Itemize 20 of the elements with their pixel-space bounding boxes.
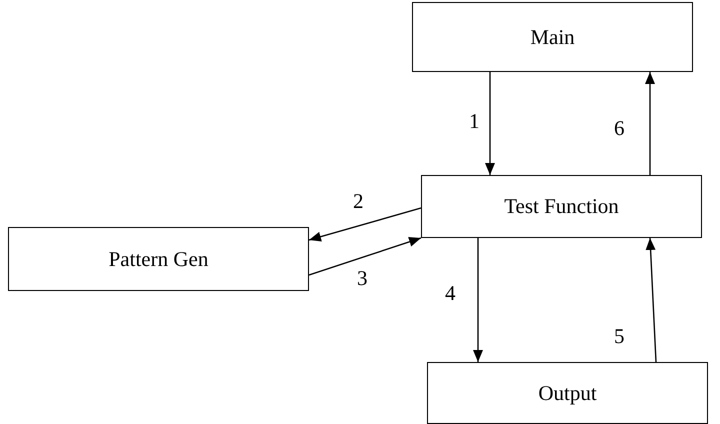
process-box — [421, 175, 702, 238]
edge-label: 1 — [469, 111, 480, 132]
box-label: Output — [538, 380, 597, 406]
process-box — [8, 227, 309, 291]
box-label: Main — [530, 24, 575, 50]
arrow — [646, 238, 657, 362]
edge-label: 2 — [353, 191, 364, 212]
process-box — [427, 362, 708, 424]
arrow — [308, 237, 422, 276]
edge-label: 3 — [357, 268, 368, 289]
arrow — [645, 72, 655, 175]
arrow — [308, 207, 422, 242]
process-box — [412, 2, 693, 72]
arrow — [473, 238, 483, 362]
edge-label: 6 — [614, 118, 624, 139]
edge-label: 5 — [614, 326, 624, 347]
edge-label: 4 — [445, 283, 456, 304]
box-label: Test Function — [504, 194, 619, 219]
arrow — [485, 72, 495, 175]
box-label: Pattern Gen — [108, 246, 208, 272]
